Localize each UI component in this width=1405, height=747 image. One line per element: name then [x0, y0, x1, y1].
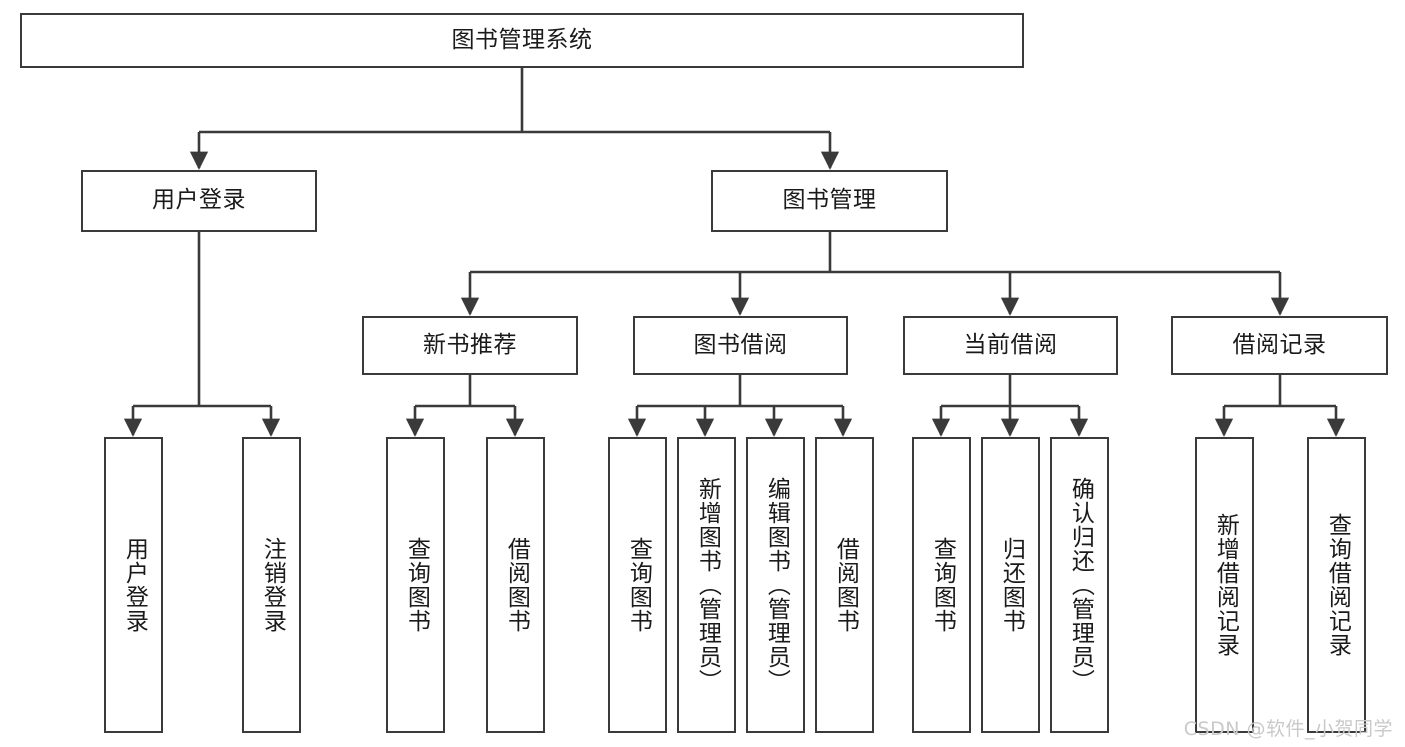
- node-label: 图书管理: [782, 187, 877, 214]
- node-label: 用户登录: [152, 187, 246, 214]
- node-label: 图书管理系统: [451, 26, 593, 53]
- leaf-edit-book-admin[interactable]: 编辑图书（管理员）: [746, 437, 805, 733]
- node-label: 新增借阅记录: [1212, 513, 1239, 657]
- node-current-borrow[interactable]: 当前借阅: [903, 316, 1118, 375]
- node-label: 确认归还（管理员）: [1067, 477, 1094, 693]
- leaf-logout-login[interactable]: 注销登录: [242, 437, 301, 733]
- node-label: 注销登录: [259, 537, 286, 633]
- node-label: 借阅图书: [832, 537, 859, 633]
- leaf-query-book-recommend[interactable]: 查询图书: [386, 437, 445, 733]
- leaf-query-book-current[interactable]: 查询图书: [912, 437, 971, 733]
- leaf-user-login[interactable]: 用户登录: [104, 437, 163, 733]
- node-label: 借阅记录: [1232, 331, 1327, 358]
- node-label: 查询图书: [929, 537, 956, 633]
- leaf-borrow-book-recommend[interactable]: 借阅图书: [486, 437, 545, 733]
- node-user-login[interactable]: 用户登录: [81, 170, 317, 232]
- leaf-borrow-book[interactable]: 借阅图书: [815, 437, 874, 733]
- node-label: 归还图书: [998, 537, 1025, 633]
- leaf-add-book-admin[interactable]: 新增图书（管理员）: [677, 437, 736, 733]
- node-book-management[interactable]: 图书管理: [711, 170, 948, 232]
- node-root-book-management-system[interactable]: 图书管理系统: [20, 13, 1024, 68]
- node-new-book-recommend[interactable]: 新书推荐: [362, 316, 578, 375]
- node-label: 当前借阅: [963, 331, 1058, 358]
- node-label: 用户登录: [121, 537, 148, 633]
- watermark-csdn: CSDN @软件_小贺同学: [1183, 718, 1393, 740]
- leaf-confirm-return-admin[interactable]: 确认归还（管理员）: [1050, 437, 1109, 733]
- leaf-query-book-borrow[interactable]: 查询图书: [608, 437, 667, 733]
- node-label: 新书推荐: [423, 331, 517, 358]
- node-book-borrow[interactable]: 图书借阅: [633, 316, 848, 375]
- node-borrow-record[interactable]: 借阅记录: [1171, 316, 1388, 375]
- leaf-add-borrow-record[interactable]: 新增借阅记录: [1195, 437, 1254, 733]
- leaf-query-borrow-record[interactable]: 查询借阅记录: [1307, 437, 1366, 733]
- node-label: 查询图书: [403, 537, 430, 633]
- node-label: 查询图书: [625, 537, 652, 633]
- node-label: 图书借阅: [693, 331, 788, 358]
- leaf-return-book[interactable]: 归还图书: [981, 437, 1040, 733]
- node-label: 查询借阅记录: [1324, 513, 1351, 657]
- node-label: 编辑图书（管理员）: [763, 477, 790, 693]
- node-label: 借阅图书: [503, 537, 530, 633]
- node-label: 新增图书（管理员）: [694, 477, 721, 693]
